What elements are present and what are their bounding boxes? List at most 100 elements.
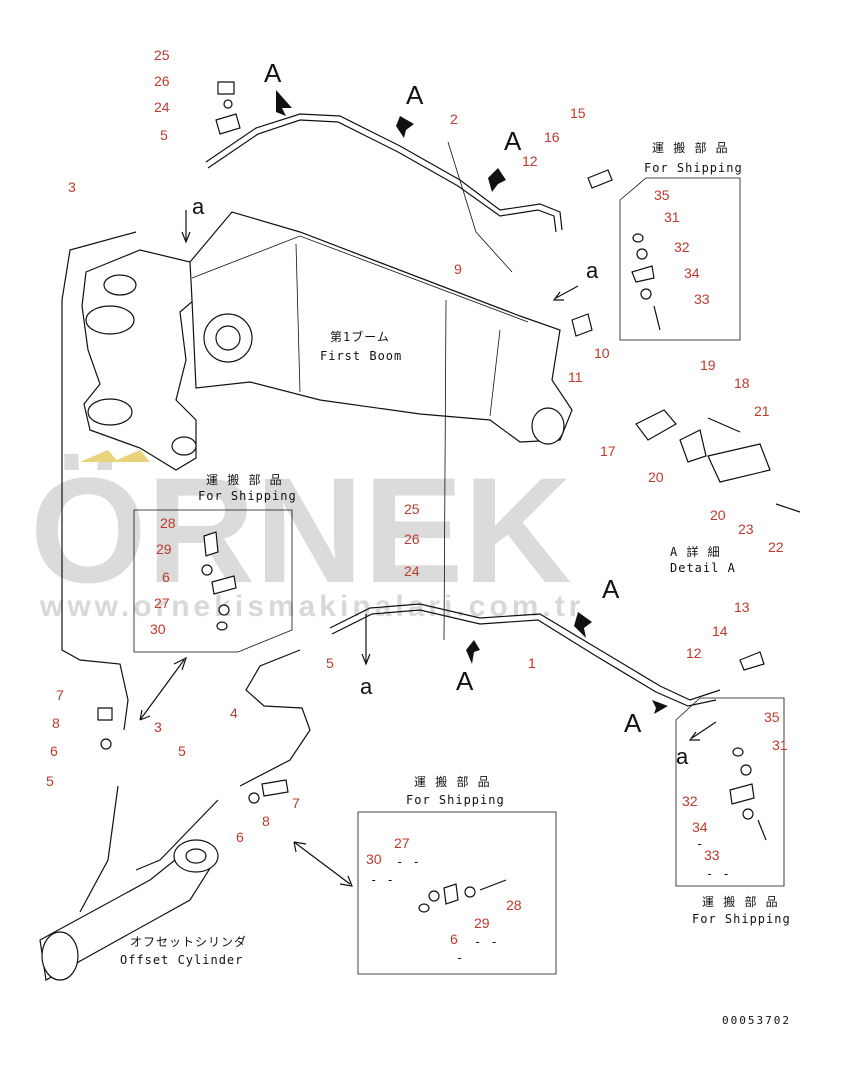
marker-a-4: a xyxy=(676,744,689,769)
detail-a-bolt-18 xyxy=(707,417,741,433)
boom-cylinder-boss-inner xyxy=(215,325,241,351)
part-26-washer xyxy=(223,99,233,109)
drawing-code: 00053702 xyxy=(722,1014,791,1027)
shipping-box-top-right: 運 搬 部 品 For Shipping xyxy=(619,140,743,341)
dash-note-4: - xyxy=(456,951,464,965)
callout-3: 3 xyxy=(68,179,76,195)
callout-35b: 35 xyxy=(764,709,780,725)
shipping-box-outline-2 xyxy=(133,509,293,653)
callout-32b: 32 xyxy=(682,793,698,809)
offset-cylinder-end xyxy=(41,931,79,981)
part-28-bolt xyxy=(203,531,219,557)
shipping-en: For Shipping xyxy=(644,161,743,175)
double-arrow-bottom xyxy=(293,841,353,887)
callout-34a: 34 xyxy=(684,265,700,281)
shipping-jp-3: 運 搬 部 品 xyxy=(414,774,491,789)
hose-2 xyxy=(205,113,563,231)
part-7-bolt-left xyxy=(97,707,113,721)
shipping-box-outline xyxy=(619,177,741,341)
detail-a-jp: A 詳 細 xyxy=(670,544,721,559)
arrow-A-5 xyxy=(466,640,480,664)
callout-10: 10 xyxy=(594,345,610,361)
marker-A-2: A xyxy=(406,80,424,110)
dash-note-1: - - xyxy=(396,855,421,869)
dash-note-6: - - xyxy=(706,867,731,881)
arrow-A-4 xyxy=(574,612,592,638)
marker-A-1: A xyxy=(264,58,282,88)
shipping-en-3: For Shipping xyxy=(406,793,505,807)
part-32-clamp-b xyxy=(729,783,755,805)
callout-22: 22 xyxy=(768,539,784,555)
shipping-en-4: For Shipping xyxy=(692,912,791,926)
first-boom: 第1ブーム First Boom xyxy=(81,211,573,471)
part-31-ring-b xyxy=(740,764,752,776)
shipping-en-2: For Shipping xyxy=(198,489,297,503)
part-31-ring xyxy=(636,248,648,260)
shipping-box-bottom-right: 運 搬 部 品 For Shipping xyxy=(675,697,791,926)
callout-14: 14 xyxy=(712,623,728,639)
hose-1 xyxy=(329,603,721,701)
callout-12a: 12 xyxy=(522,153,538,169)
callout-5d: 5 xyxy=(46,773,54,789)
callout-5c: 5 xyxy=(178,743,186,759)
view-markers: A A A A A A a a a a xyxy=(139,58,717,887)
callout-16: 16 xyxy=(544,129,560,145)
shipping-jp-2: 運 搬 部 品 xyxy=(206,472,283,487)
leader-9 xyxy=(447,141,513,273)
callout-5a: 5 xyxy=(160,127,168,143)
part-33-bolt xyxy=(653,305,661,331)
part-25-bolt xyxy=(217,81,235,95)
callout-21: 21 xyxy=(754,403,770,419)
boom-tip-boss xyxy=(531,407,565,445)
boom-foot-bracket xyxy=(81,249,197,471)
part-30-seal xyxy=(216,621,228,631)
callout-27b: 27 xyxy=(394,835,410,851)
part-34-washer xyxy=(640,288,652,300)
double-arrow-left xyxy=(139,656,188,721)
watermark-brand: ÖRNEK xyxy=(30,446,572,614)
callout-9: 9 xyxy=(454,261,462,277)
arrow-a-3 xyxy=(361,614,371,666)
marker-a-1: a xyxy=(192,194,205,219)
part-30-seal-b xyxy=(418,903,430,913)
boom-foot-pin-top xyxy=(103,274,137,296)
shipping-box-bottom-center: 運 搬 部 品 For Shipping xyxy=(357,774,557,975)
part-24-clamp xyxy=(215,113,241,135)
part-8-washer-left xyxy=(100,738,112,750)
callout-24b: 24 xyxy=(404,563,420,579)
callout-28b: 28 xyxy=(506,897,522,913)
callout-18: 18 xyxy=(734,375,750,391)
watermark: ÖRNEK www.ornekismakinalari.com.tr xyxy=(30,446,580,623)
part-28-bolt-b xyxy=(479,879,507,891)
detail-a-clamp xyxy=(679,429,707,463)
dash-note-2: - - xyxy=(370,873,395,887)
marker-A-5: A xyxy=(456,666,474,696)
callout-26b: 26 xyxy=(404,531,420,547)
callout-19: 19 xyxy=(700,357,716,373)
callout-7a: 7 xyxy=(56,687,64,703)
callout-6a: 6 xyxy=(162,569,170,585)
marker-A-4: A xyxy=(602,574,620,604)
shipping-box-outline-3 xyxy=(357,811,557,975)
shipping-box-outline-4 xyxy=(675,697,785,887)
marker-A-6: A xyxy=(624,708,642,738)
callout-31a: 31 xyxy=(664,209,680,225)
part-29-washer xyxy=(201,564,213,576)
pipe-offset-cyl-2 xyxy=(135,799,219,871)
hose-4 xyxy=(239,649,311,787)
arrow-A-2 xyxy=(396,116,414,138)
callout-8b: 8 xyxy=(262,813,270,829)
hoses xyxy=(61,113,721,913)
dash-notes: - - - - - - - - - - xyxy=(370,837,731,965)
callout-28a: 28 xyxy=(160,515,176,531)
detail-a: A 詳 細 Detail A xyxy=(635,409,801,575)
part-29-washer-b xyxy=(464,886,476,898)
callout-25a: 25 xyxy=(154,47,170,63)
callout-32a: 32 xyxy=(674,239,690,255)
callout-25b: 25 xyxy=(404,501,420,517)
arrow-A-6 xyxy=(652,700,668,714)
arrow-a-2 xyxy=(552,285,579,301)
arrow-A-1 xyxy=(276,90,292,116)
part-27-ring xyxy=(218,604,230,616)
